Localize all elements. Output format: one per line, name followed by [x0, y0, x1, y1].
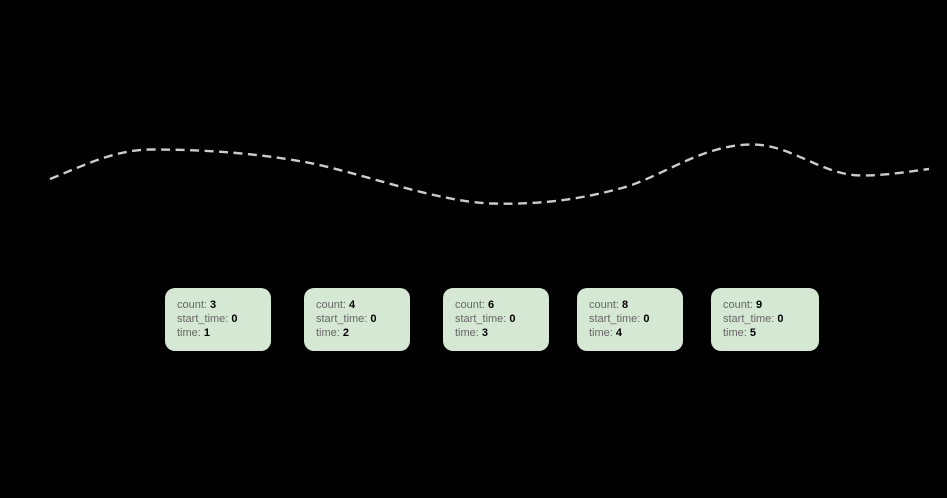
start-time-value: 0 [509, 313, 516, 325]
count-row: count:4 [316, 298, 410, 312]
count-row: count:3 [177, 298, 271, 312]
state-box-3: count:6 start_time:0 time:3 [443, 288, 549, 351]
time-row: time:1 [177, 326, 271, 340]
start-time-value: 0 [231, 313, 238, 325]
time-row: time:3 [455, 326, 549, 340]
count-label: count: [589, 299, 619, 311]
count-row: count:9 [723, 298, 819, 312]
state-box-5: count:9 start_time:0 time:5 [711, 288, 819, 351]
state-box-1: count:3 start_time:0 time:1 [165, 288, 271, 351]
count-label: count: [177, 299, 207, 311]
start-time-row: start_time:0 [455, 312, 549, 326]
count-value: 9 [755, 299, 763, 311]
start-time-row: start_time:0 [177, 312, 271, 326]
state-box-2: count:4 start_time:0 time:2 [304, 288, 410, 351]
count-value: 3 [209, 299, 217, 311]
start-time-label: start_time: [455, 313, 507, 325]
time-value: 4 [615, 327, 622, 339]
start-time-label: start_time: [177, 313, 229, 325]
time-value: 2 [342, 327, 349, 339]
start-time-value: 0 [777, 313, 784, 325]
time-label: time: [316, 327, 340, 339]
time-label: time: [723, 327, 747, 339]
start-time-label: start_time: [589, 313, 641, 325]
time-value: 3 [481, 327, 488, 339]
start-time-label: start_time: [316, 313, 368, 325]
start-time-value: 0 [643, 313, 650, 325]
count-value: 8 [621, 299, 629, 311]
count-value: 6 [487, 299, 495, 311]
count-label: count: [455, 299, 485, 311]
count-value: 4 [348, 299, 356, 311]
start-time-row: start_time:0 [589, 312, 683, 326]
time-row: time:4 [589, 326, 683, 340]
count-label: count: [316, 299, 346, 311]
time-label: time: [455, 327, 479, 339]
count-row: count:8 [589, 298, 683, 312]
start-time-value: 0 [370, 313, 377, 325]
time-value: 1 [203, 327, 210, 339]
start-time-row: start_time:0 [723, 312, 819, 326]
time-row: time:2 [316, 326, 410, 340]
start-time-row: start_time:0 [316, 312, 410, 326]
dashed-trend-curve [49, 143, 930, 205]
start-time-label: start_time: [723, 313, 775, 325]
time-label: time: [589, 327, 613, 339]
state-box-4: count:8 start_time:0 time:4 [577, 288, 683, 351]
time-value: 5 [749, 327, 756, 339]
time-label: time: [177, 327, 201, 339]
count-label: count: [723, 299, 753, 311]
count-row: count:6 [455, 298, 549, 312]
time-row: time:5 [723, 326, 819, 340]
